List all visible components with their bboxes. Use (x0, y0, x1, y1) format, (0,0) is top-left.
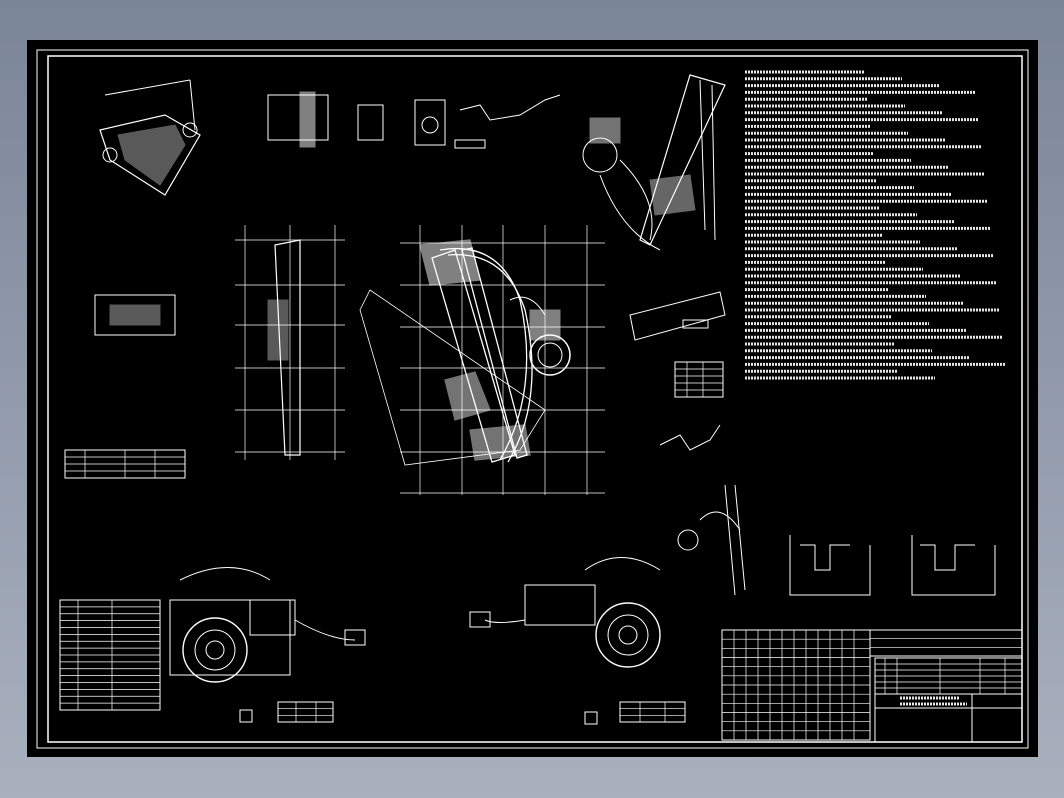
motor-view-left (169, 567, 366, 723)
table-frame (674, 361, 724, 398)
motor-icon (509, 296, 571, 376)
title-block-icon (869, 629, 1023, 743)
motor-view-right (469, 557, 686, 725)
technical-notes (745, 70, 1006, 380)
side-view-grid (235, 225, 345, 460)
side-profile (274, 239, 301, 456)
regulator-rail-icon (359, 239, 546, 466)
profile-sections (789, 535, 996, 596)
outer-border (36, 49, 1029, 749)
regulator-small-view (677, 484, 746, 596)
inner-frame (47, 55, 1023, 743)
table-frame (619, 701, 686, 723)
bracket-detail (99, 79, 201, 196)
title-cell (874, 693, 1023, 743)
parameter-tables (59, 361, 871, 741)
section-details (94, 91, 561, 336)
regulator-iso-view (582, 74, 726, 251)
side-profile-fill (267, 299, 289, 361)
table-frame (277, 701, 334, 723)
